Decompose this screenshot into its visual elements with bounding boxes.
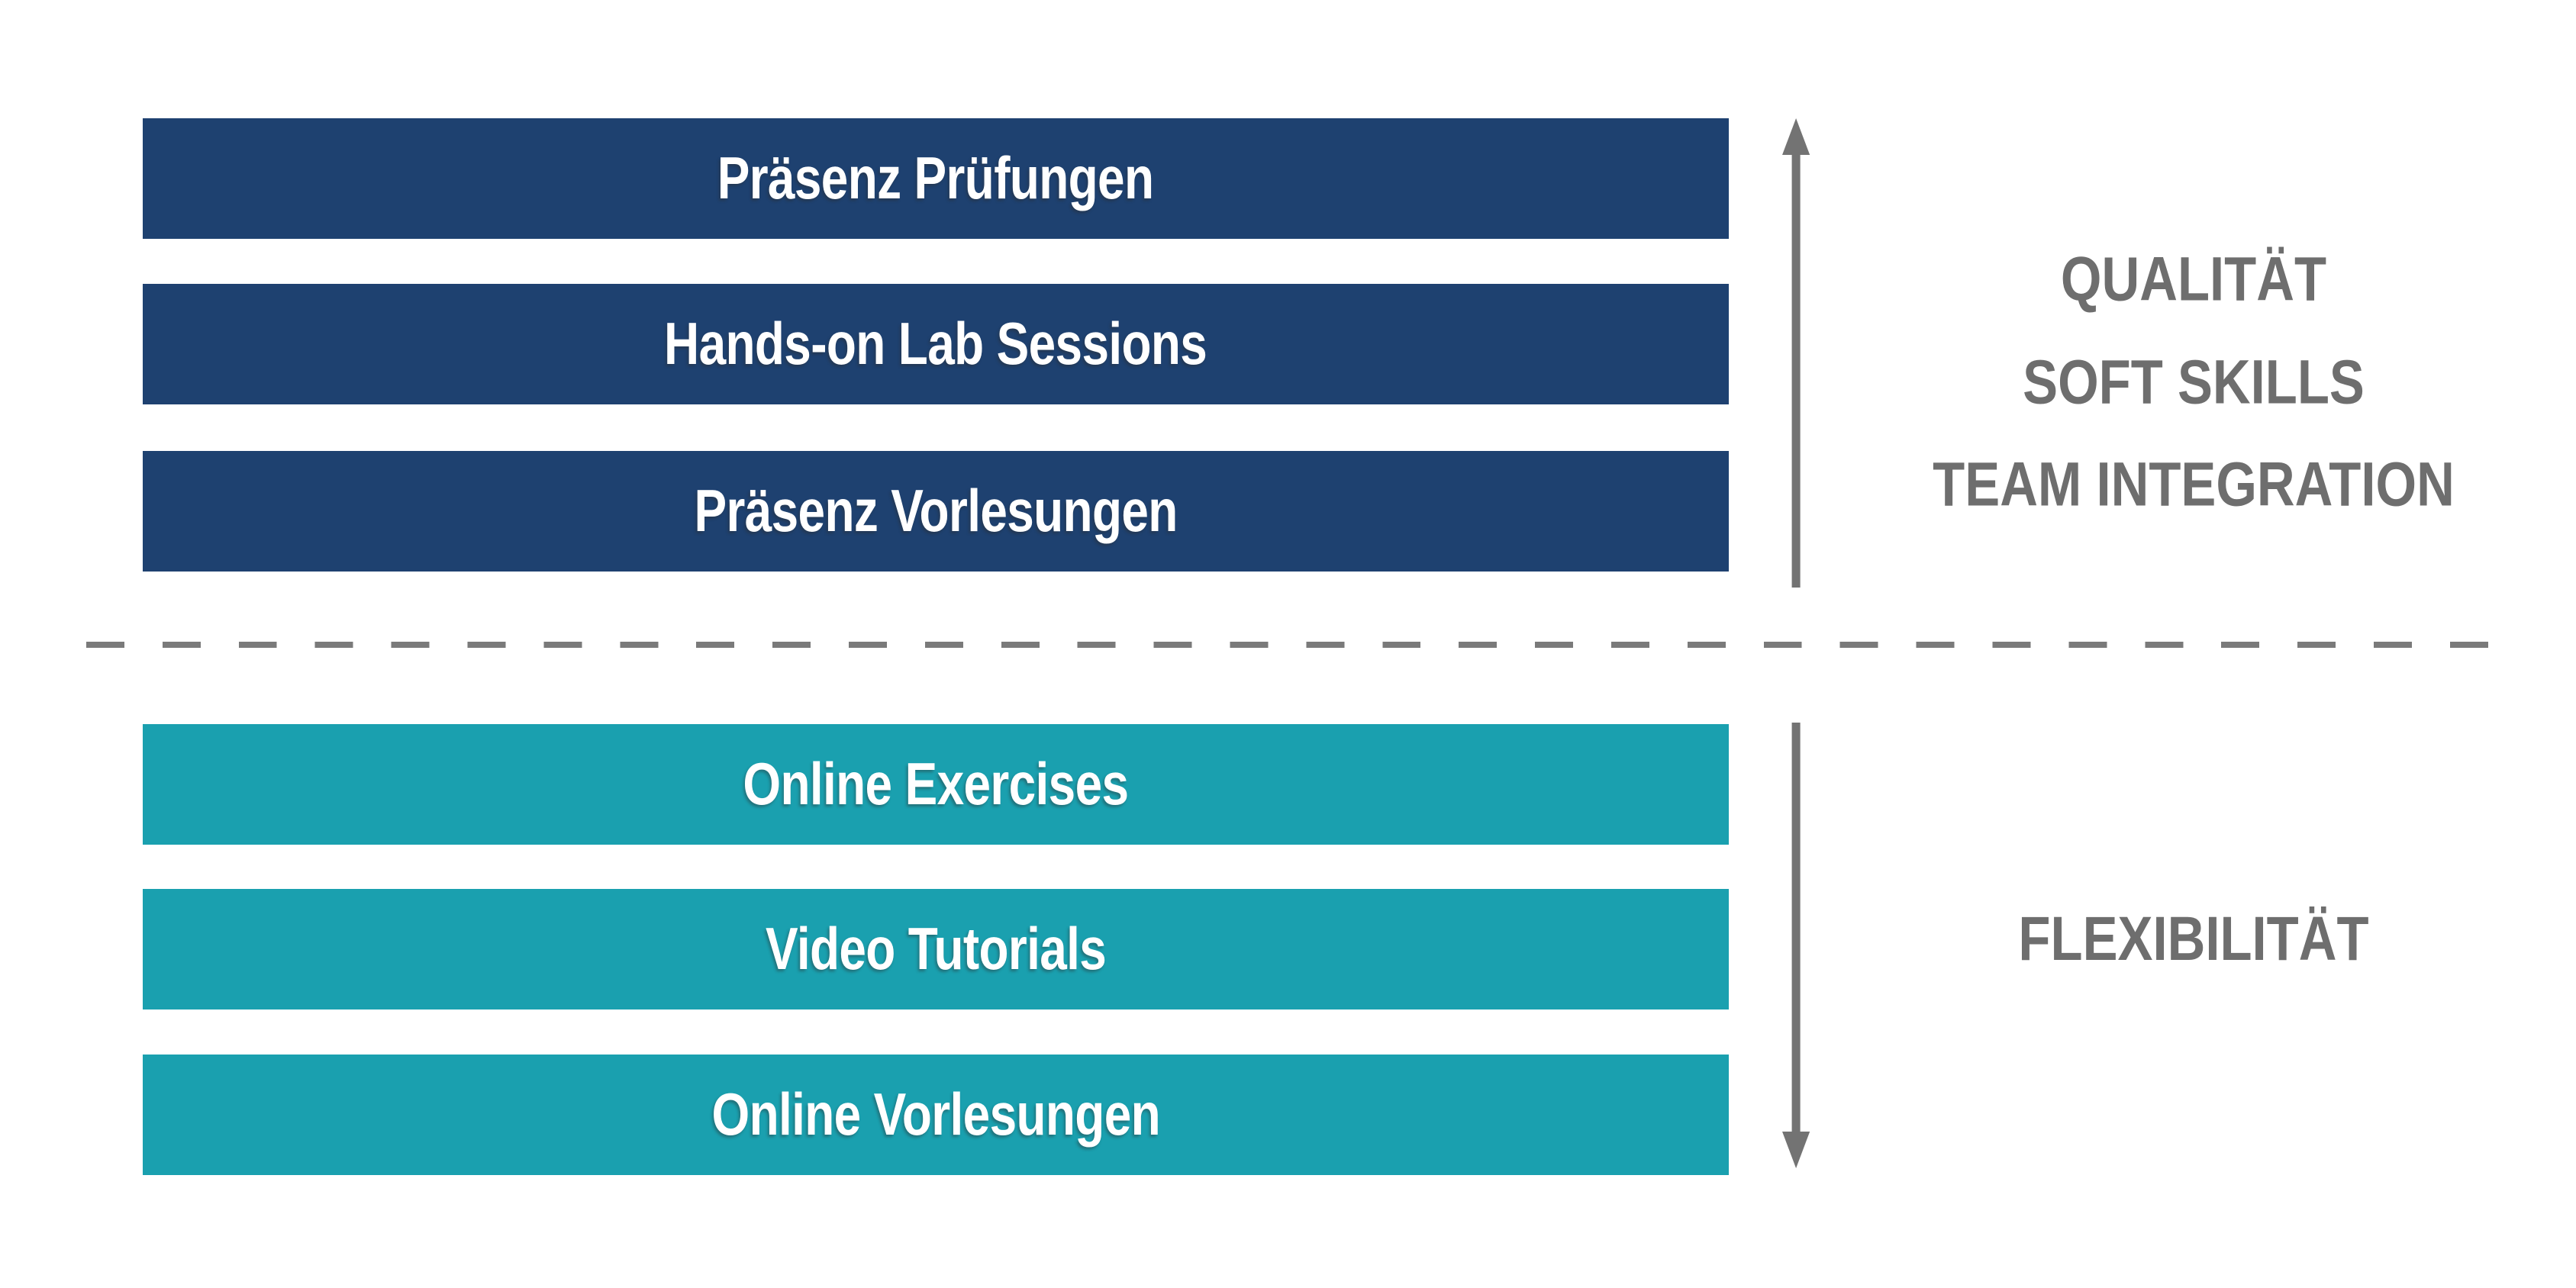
bar-praesenz-pruefungen: Präsenz Prüfungen (142, 118, 1729, 239)
flexibility-axis-label: FLEXIBILITÄT (2018, 887, 2368, 990)
bar-label: Präsenz Prüfungen (717, 143, 1154, 211)
bar-label: Video Tutorials (765, 915, 1107, 983)
dashed-divider (86, 641, 2494, 649)
bar-online-vorlesungen: Online Vorlesungen (142, 1054, 1729, 1175)
bar-label: Online Vorlesungen (711, 1080, 1160, 1148)
bar-label: Online Exercises (743, 749, 1129, 817)
bar-online-exercises: Online Exercises (142, 723, 1729, 845)
bar-hands-on-lab-sessions: Hands-on Lab Sessions (142, 284, 1729, 405)
bar-video-tutorials: Video Tutorials (142, 889, 1729, 1010)
arrow-down-icon (1779, 722, 1813, 1168)
bar-label: Hands-on Lab Sessions (664, 310, 1207, 378)
quality-axis-label: QUALITÄT SOFT SKILLS TEAM INTEGRATION (1933, 229, 2455, 537)
arrow-up-icon (1779, 118, 1813, 588)
axis-label-line: TEAM INTEGRATION (1932, 449, 2455, 520)
axis-label-line: SOFT SKILLS (2022, 347, 2365, 417)
axis-label-line: FLEXIBILITÄT (2018, 903, 2369, 974)
axis-label-line: QUALITÄT (2060, 244, 2326, 314)
bar-label: Präsenz Vorlesungen (694, 476, 1178, 544)
bar-praesenz-vorlesungen: Präsenz Vorlesungen (142, 450, 1729, 572)
